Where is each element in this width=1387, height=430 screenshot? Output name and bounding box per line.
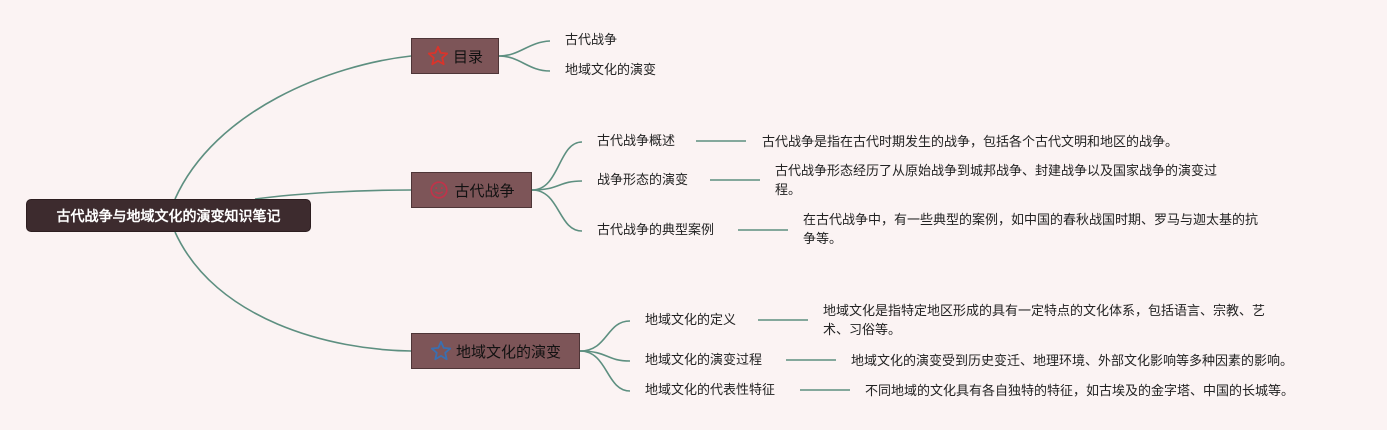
edge-root-contents <box>174 55 412 200</box>
leaf-culture-definition[interactable]: 地域文化的定义 <box>645 312 736 330</box>
desc-culture-evolution: 地域文化的演变受到历史变迁、地理环境、外部文化影响等多种因素的影响。 <box>851 352 1293 371</box>
desc-line: 术、习俗等。 <box>823 323 902 338</box>
leaf-label: 地域文化的演变过程 <box>645 353 763 368</box>
leaf-contents-ancient-war[interactable]: 古代战争 <box>565 32 617 50</box>
desc-war-cases: 在古代战争中，有一些典型的案例，如中国的春秋战国时期、罗马与迦太基的抗 争等。 <box>803 211 1258 249</box>
leaf-label: 古代战争 <box>565 33 618 48</box>
branch-label: 目录 <box>452 47 483 66</box>
desc-line: 程。 <box>775 183 802 198</box>
leaf-label: 战争形态的演变 <box>597 173 689 188</box>
branch-contents[interactable]: 目录 <box>411 38 499 74</box>
desc-line: 地域文化的演变受到历史变迁、地理环境、外部文化影响等多种因素的影响。 <box>851 354 1294 369</box>
desc-line: 古代战争是指在古代时期发生的战争，包括各个古代文明和地区的战争。 <box>762 135 1179 150</box>
desc-war-forms: 古代战争形态经历了从原始战争到城邦战争、封建战争以及国家战争的演变过 程。 <box>775 162 1217 200</box>
desc-line: 在古代战争中，有一些典型的案例，如中国的春秋战国时期、罗马与迦太基的抗 <box>803 213 1259 228</box>
desc-culture-definition: 地域文化是指特定地区形成的具有一定特点的文化体系，包括语言、宗教、艺 术、习俗等… <box>823 302 1265 340</box>
star-outline-icon <box>430 340 452 361</box>
edge-root-ancient-war <box>254 189 412 200</box>
leaf-label: 地域文化的代表性特征 <box>645 383 776 398</box>
leaf-war-cases[interactable]: 古代战争的典型案例 <box>597 222 714 240</box>
edge-war-leaf <box>531 189 583 232</box>
edge-culture-leaf <box>579 350 631 392</box>
leaf-label: 古代战争的典型案例 <box>597 223 715 238</box>
leaf-label: 古代战争概述 <box>597 134 676 149</box>
desc-culture-features: 不同地域的文化具有各自独特的特征，如古埃及的金字塔、中国的长城等。 <box>865 382 1294 401</box>
edge-culture-leaf <box>579 320 631 352</box>
branch-ancient-war[interactable]: 古代战争 <box>411 172 532 208</box>
leaf-culture-features[interactable]: 地域文化的代表性特征 <box>645 382 775 400</box>
leaf-culture-evolution[interactable]: 地域文化的演变过程 <box>645 352 762 370</box>
root-node[interactable]: 古代战争与地域文化的演变知识笔记 <box>26 199 311 232</box>
desc-line: 不同地域的文化具有各自独特的特征，如古埃及的金字塔、中国的长城等。 <box>865 384 1295 399</box>
desc-line: 争等。 <box>803 232 843 247</box>
branch-label: 古代战争 <box>454 181 515 200</box>
leaf-contents-regional-culture[interactable]: 地域文化的演变 <box>565 62 656 80</box>
root-title: 古代战争与地域文化的演变知识笔记 <box>56 208 281 225</box>
branch-regional-culture[interactable]: 地域文化的演变 <box>411 333 580 369</box>
smile-face-icon <box>430 181 449 199</box>
star-outline-icon <box>427 45 449 66</box>
edge-contents-leaf <box>498 55 551 72</box>
edge-war-leaf <box>531 180 583 191</box>
leaf-label: 地域文化的演变 <box>565 63 657 78</box>
desc-war-overview: 古代战争是指在古代时期发生的战争，包括各个古代文明和地区的战争。 <box>762 133 1178 152</box>
desc-line: 地域文化是指特定地区形成的具有一定特点的文化体系，包括语言、宗教、艺 <box>823 304 1266 319</box>
leaf-war-forms[interactable]: 战争形态的演变 <box>597 172 688 190</box>
edge-contents-leaf <box>498 40 551 57</box>
leaf-label: 地域文化的定义 <box>645 313 737 328</box>
desc-line: 古代战争形态经历了从原始战争到城邦战争、封建战争以及国家战争的演变过 <box>775 164 1218 179</box>
edge-war-leaf <box>531 141 583 191</box>
edge-root-regional-culture <box>174 231 412 352</box>
branch-label: 地域文化的演变 <box>455 342 561 361</box>
leaf-war-overview[interactable]: 古代战争概述 <box>597 133 675 151</box>
